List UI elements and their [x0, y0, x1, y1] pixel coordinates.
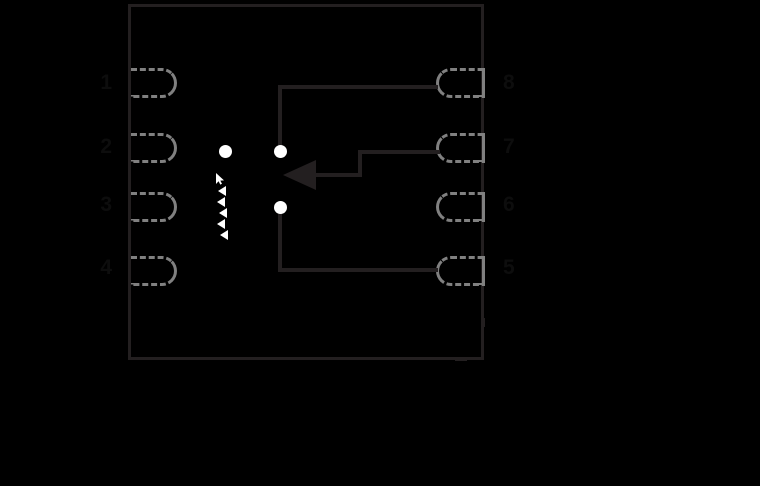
component-body-frame[interactable] — [128, 4, 484, 360]
actuator-arrow-icon[interactable] — [283, 160, 316, 190]
marker-triangle-1 — [218, 186, 226, 196]
pin-shape-1[interactable] — [131, 68, 177, 98]
normally-closed-contact-dot[interactable] — [274, 145, 287, 158]
pin-number-4: 4 — [100, 256, 112, 279]
marker-triangle-4 — [217, 219, 225, 229]
mouse-pointer-icon — [216, 173, 225, 185]
pin-shape-3[interactable] — [131, 192, 177, 222]
pin-shape-7[interactable] — [436, 133, 485, 163]
pin-number-8: 8 — [503, 71, 515, 94]
pin-shape-4[interactable] — [131, 256, 177, 286]
normally-open-contact-dot[interactable] — [274, 201, 287, 214]
wire-pin7-step-vertical[interactable] — [358, 150, 362, 177]
marker-triangle-2 — [217, 197, 225, 207]
pin-shape-6[interactable] — [436, 192, 485, 222]
selection-handle-markers[interactable] — [216, 173, 228, 241]
pin-shape-2[interactable] — [131, 133, 177, 163]
wire-pin5-horizontal[interactable] — [278, 268, 438, 272]
pin-number-7: 7 — [503, 135, 515, 158]
bottom-right-tick — [481, 318, 485, 327]
pin-number-3: 3 — [100, 193, 112, 216]
wire-pin5-vertical[interactable] — [278, 207, 282, 272]
marker-triangle-3 — [219, 208, 227, 218]
wire-pin7-lower-horizontal[interactable] — [308, 173, 360, 177]
wire-pin7-upper-horizontal[interactable] — [358, 150, 440, 154]
common-contact-dot[interactable] — [219, 145, 232, 158]
marker-triangle-5 — [220, 230, 228, 240]
wire-pin8-vertical[interactable] — [278, 85, 282, 153]
pin-shape-5[interactable] — [436, 256, 485, 286]
pin-number-1: 1 — [100, 71, 112, 94]
pin-number-5: 5 — [503, 256, 515, 279]
pin-number-2: 2 — [100, 135, 112, 158]
wire-pin8-horizontal[interactable] — [278, 85, 438, 89]
bottom-edge-tick — [455, 357, 467, 361]
pin-number-6: 6 — [503, 193, 515, 216]
pin-shape-8[interactable] — [436, 68, 485, 98]
